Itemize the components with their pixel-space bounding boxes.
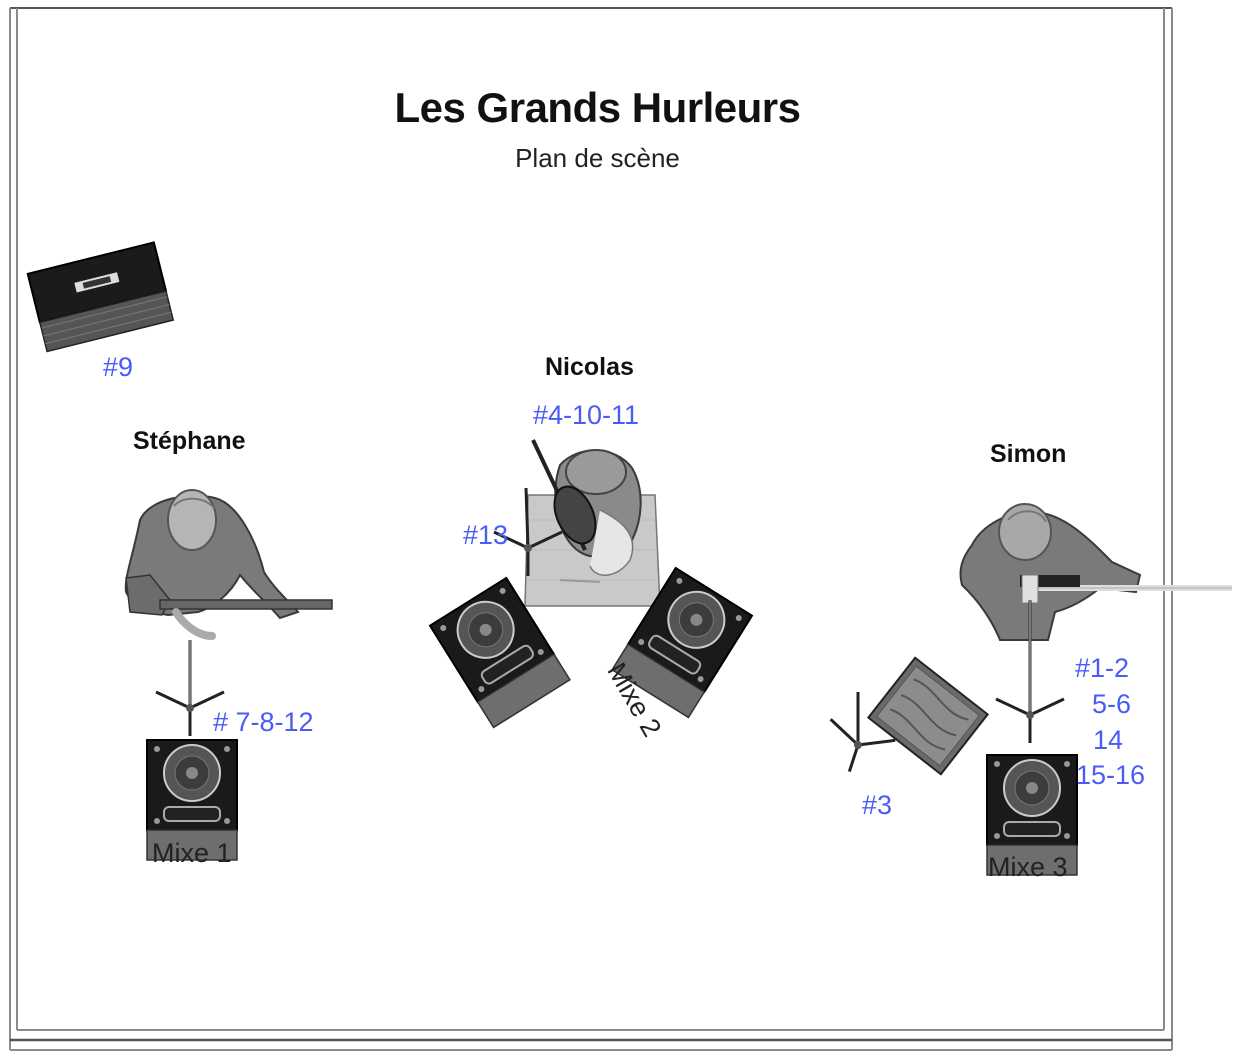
page-title: Les Grands Hurleurs (394, 84, 801, 131)
nicolas-mic-channel: #13 (463, 520, 509, 550)
nicolas-figure (524, 439, 661, 607)
page-subtitle: Plan de scène (515, 143, 680, 173)
simon-channels-line-1: #1-2 (1075, 653, 1130, 683)
stephane-channels: # 7-8-12 (213, 707, 314, 737)
simon-figure (959, 503, 1232, 715)
amp-channel: #3 (862, 790, 893, 820)
simon-channels-line-2: 5-6 (1092, 689, 1132, 719)
nicolas-name: Nicolas (545, 353, 634, 381)
simon-name: Simon (990, 440, 1067, 468)
stephane-name: Stéphane (133, 427, 246, 455)
stage-frame (9, 7, 1173, 1051)
monitor-label-3: Mixe 3 (988, 852, 1068, 882)
guitar-amp-left (26, 241, 175, 353)
simon-channels-line-3: 14 (1093, 725, 1124, 755)
nicolas-channels: #4-10-11 (533, 400, 640, 430)
amp-left-channel: #9 (103, 352, 134, 382)
stephane-figure (124, 489, 333, 708)
monitor-label-1: Mixe 1 (152, 838, 232, 868)
bass-amp (866, 656, 990, 776)
simon-channels-line-4: 15-16 (1076, 760, 1146, 790)
